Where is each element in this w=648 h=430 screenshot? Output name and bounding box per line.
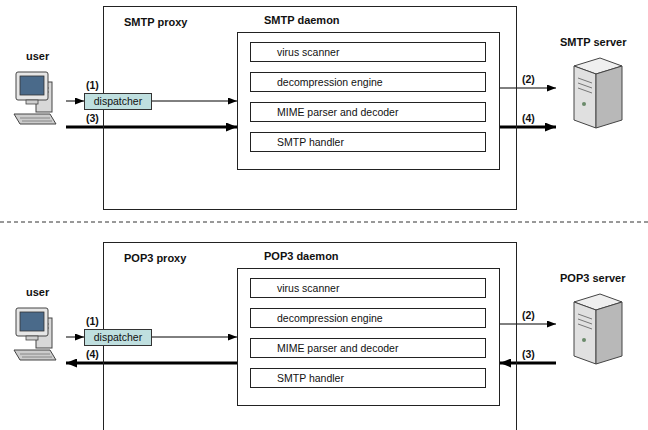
control-flow-arrow: [500, 88, 556, 89]
module-box: MIME parser and decoder: [250, 338, 486, 358]
proxy-box: POP3 proxydispatcherPOP3 daemonvirus sca…: [103, 242, 517, 430]
module-box: decompression engine: [250, 308, 486, 328]
server-node: SMTP server: [556, 36, 640, 136]
server-icon: [564, 290, 634, 370]
step-number: (2): [520, 309, 537, 321]
dispatcher-box: dispatcher: [84, 329, 152, 346]
step-number: (2): [520, 73, 537, 85]
module-label: SMTP handler: [277, 372, 344, 384]
step-number: (4): [520, 112, 537, 124]
data-flow-arrow: [500, 126, 556, 129]
proxy-title: POP3 proxy: [124, 252, 186, 264]
dispatcher-label: dispatcher: [85, 95, 151, 107]
dispatcher-box: dispatcher: [84, 93, 152, 110]
module-box: SMTP handler: [250, 368, 486, 388]
user-label: user: [26, 50, 49, 62]
module-label: MIME parser and decoder: [277, 342, 398, 354]
step-number: (1): [84, 79, 101, 91]
dashed-separator: [0, 222, 648, 223]
control-flow-arrow: [152, 101, 237, 102]
module-label: SMTP handler: [277, 136, 344, 148]
proxy-title: SMTP proxy: [124, 16, 187, 28]
step-number: (1): [84, 315, 101, 327]
step-number: (3): [84, 112, 101, 124]
daemon-title: SMTP daemon: [264, 14, 340, 26]
server-label: POP3 server: [560, 272, 625, 284]
proxy-box: SMTP proxydispatcherSMTP daemonvirus sca…: [103, 6, 517, 210]
module-box: decompression engine: [250, 72, 486, 92]
user-computer-icon: [12, 304, 64, 364]
user-node: user: [12, 50, 66, 130]
server-node: POP3 server: [556, 272, 640, 372]
step-number: (3): [520, 348, 537, 360]
module-box: virus scanner: [250, 278, 486, 298]
module-label: decompression engine: [277, 76, 383, 88]
step-number: (4): [84, 348, 101, 360]
daemon-box: POP3 daemonvirus scannerdecompression en…: [237, 268, 500, 406]
data-flow-arrow: [66, 126, 237, 129]
daemon-title: POP3 daemon: [264, 250, 339, 262]
control-flow-arrow: [152, 337, 237, 338]
data-flow-arrow: [500, 362, 556, 365]
control-flow-arrow: [66, 337, 84, 338]
daemon-box: SMTP daemonvirus scannerdecompression en…: [237, 32, 500, 170]
control-flow-arrow: [500, 324, 556, 325]
module-box: virus scanner: [250, 42, 486, 62]
user-label: user: [26, 286, 49, 298]
server-icon: [564, 54, 634, 134]
module-box: MIME parser and decoder: [250, 102, 486, 122]
user-computer-icon: [12, 68, 64, 128]
control-flow-arrow: [66, 101, 84, 102]
module-label: virus scanner: [277, 46, 339, 58]
module-box: SMTP handler: [250, 132, 486, 152]
module-label: decompression engine: [277, 312, 383, 324]
data-flow-arrow: [66, 362, 237, 365]
module-label: virus scanner: [277, 282, 339, 294]
user-node: user: [12, 286, 66, 366]
dispatcher-label: dispatcher: [85, 331, 151, 343]
server-label: SMTP server: [560, 36, 626, 48]
module-label: MIME parser and decoder: [277, 106, 398, 118]
